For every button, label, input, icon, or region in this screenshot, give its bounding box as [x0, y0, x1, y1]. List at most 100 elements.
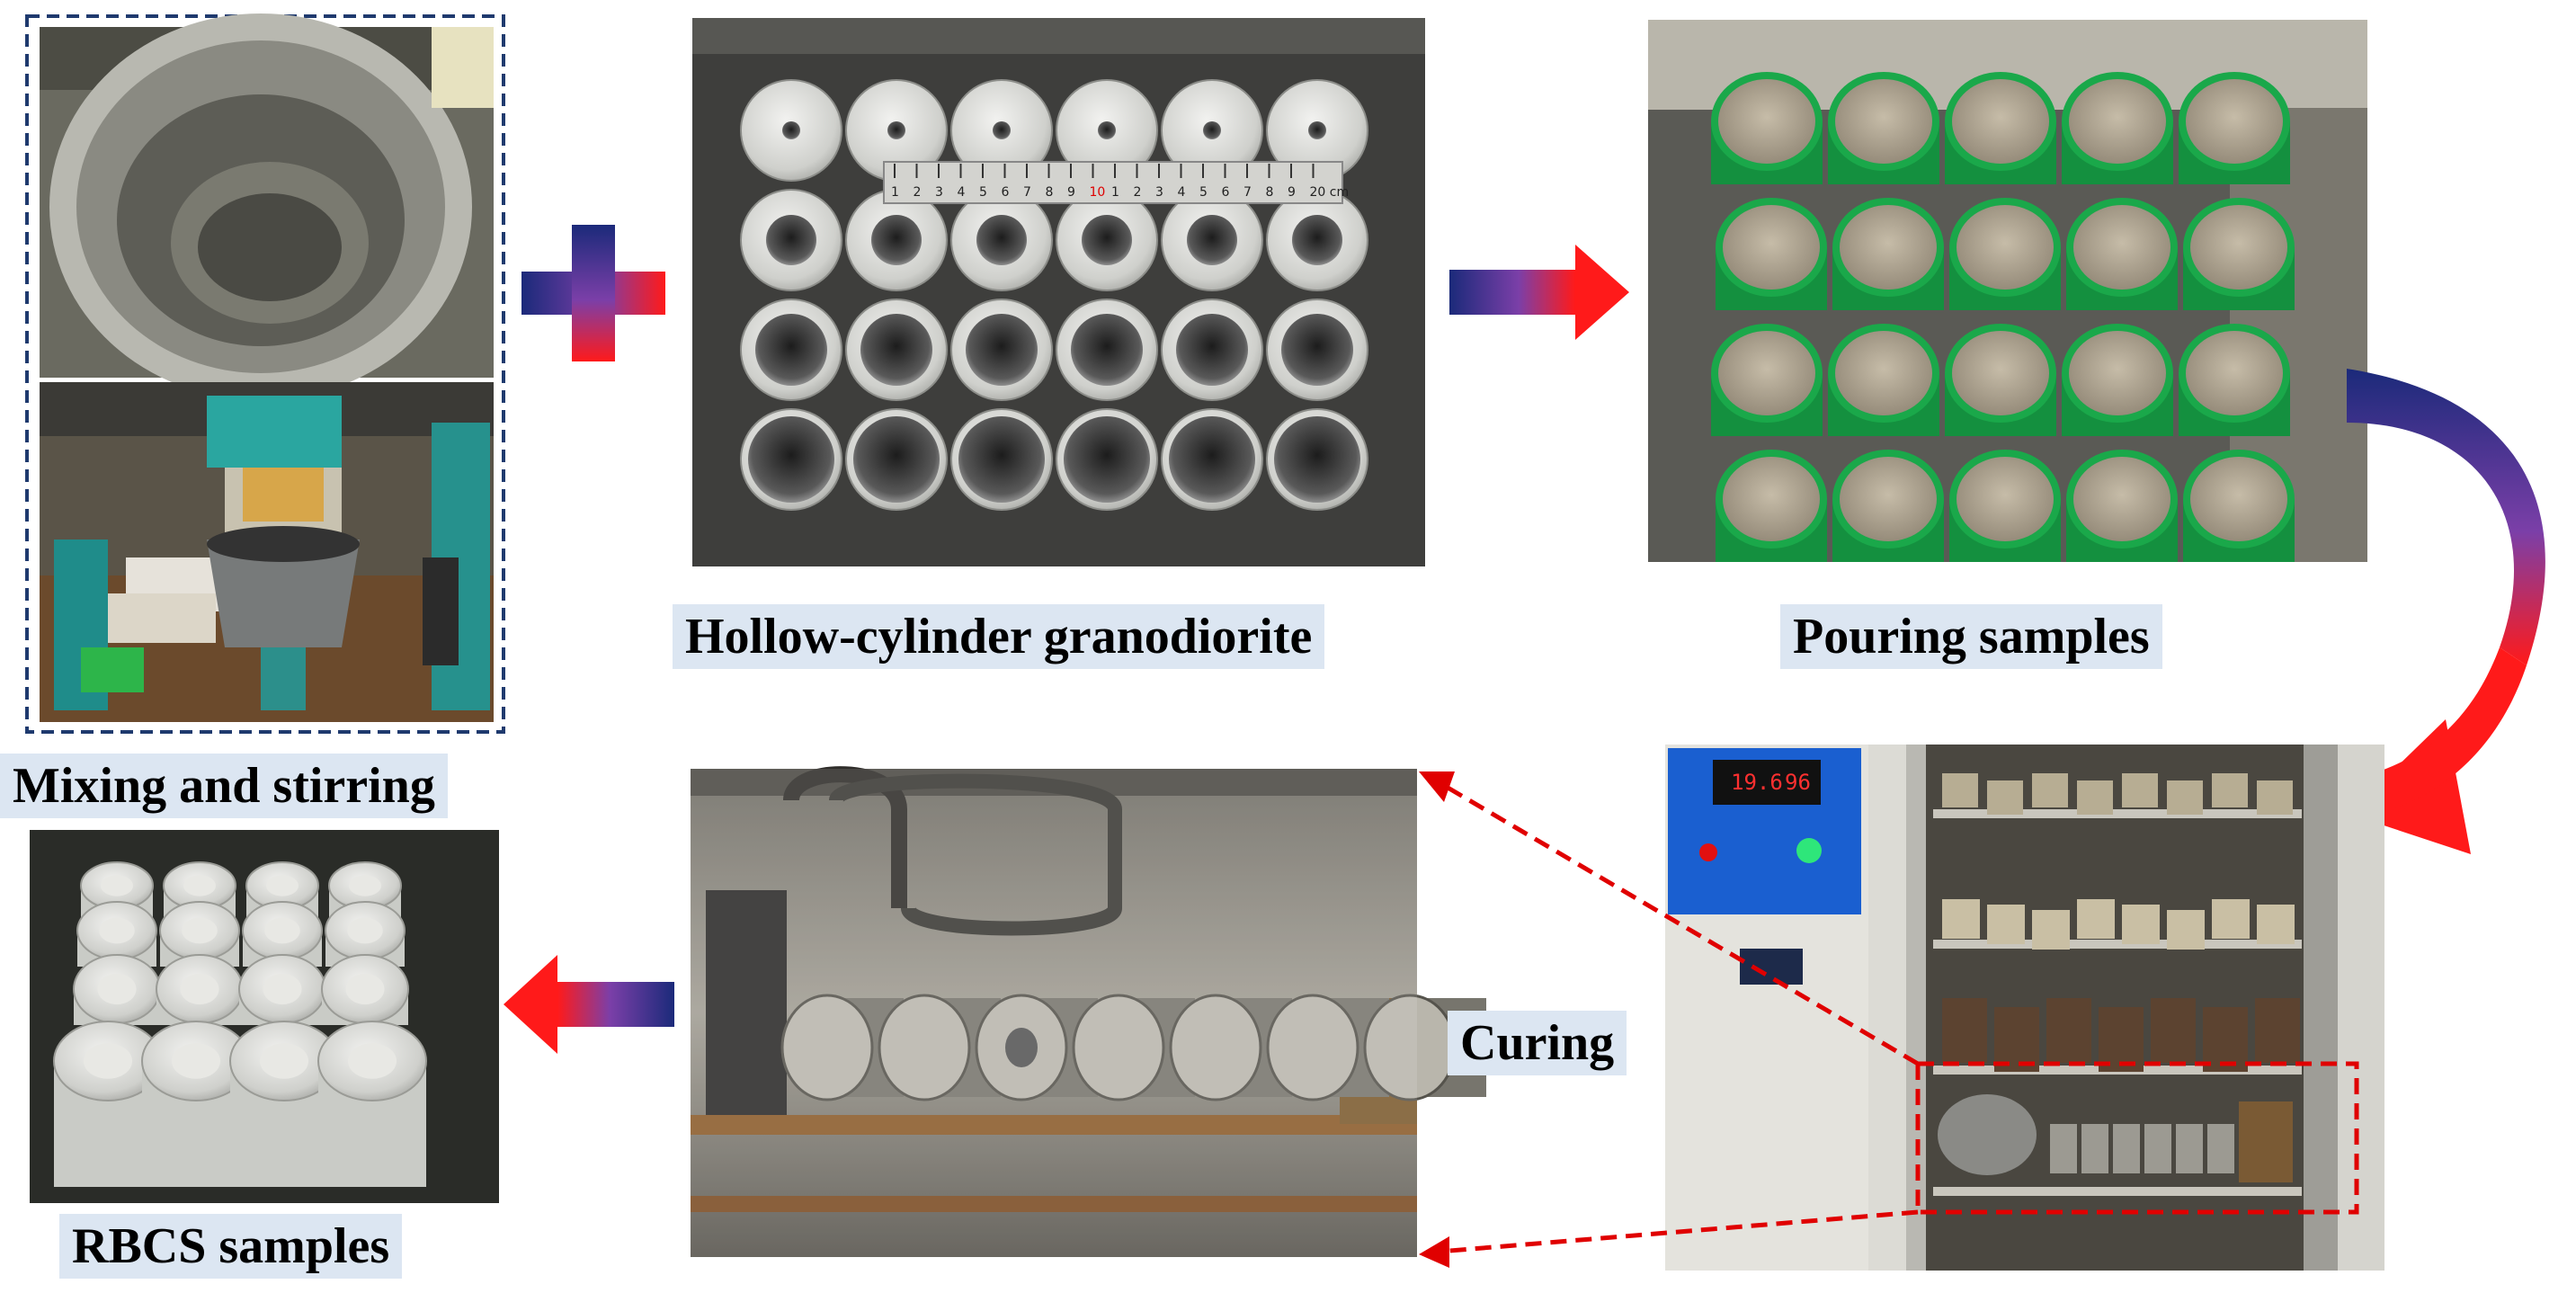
specimen-block — [2167, 910, 2205, 950]
ruler-mark-label: 8 — [1266, 185, 1274, 200]
cylinder-specimen — [2144, 1124, 2171, 1173]
cylinder-specimen — [2113, 1124, 2140, 1173]
rbcs-core — [101, 875, 133, 896]
cylinder-hole — [766, 215, 816, 265]
cylinder-hole — [871, 215, 922, 265]
rbcs-core — [183, 875, 216, 896]
rbcs-core — [97, 973, 137, 1005]
specimen-block — [2122, 773, 2158, 807]
ruler-mark-label: 2 — [914, 185, 922, 200]
label-curing: Curing — [1448, 1011, 1627, 1075]
ruler-mark-label: 6 — [1002, 185, 1010, 200]
cylinder-hole — [1281, 314, 1353, 386]
pouring-samples-photo — [1648, 20, 2367, 562]
mortar-surface — [2186, 331, 2283, 415]
cylinder-specimen — [2207, 1124, 2234, 1173]
cylinder-hole — [966, 314, 1038, 386]
arrow-left-icon — [504, 955, 674, 1054]
cylinder-hole — [1064, 416, 1150, 503]
plus-icon — [521, 225, 665, 361]
ruler-mark-label: 9 — [1067, 185, 1075, 200]
specimen-block — [2077, 780, 2113, 815]
specimen-block — [2122, 905, 2160, 944]
rbcs-core — [348, 1043, 397, 1079]
rbcs-core — [84, 1043, 132, 1079]
ruler-mark-label: 4 — [1178, 185, 1186, 200]
rbcs-core — [345, 973, 385, 1005]
cylinder-hole — [1308, 121, 1326, 139]
cylinder-hole — [860, 314, 932, 386]
specimen-block — [1942, 899, 1980, 939]
rbcs-core — [180, 973, 219, 1005]
cylinder-specimen — [2081, 1124, 2108, 1173]
label-hollow-cylinder-granodiorite: Hollow-cylinder granodiorite — [673, 604, 1325, 669]
cylinder-hole — [782, 121, 800, 139]
ruler-mark-label: 1 — [1111, 185, 1119, 200]
specimen-block — [2077, 899, 2115, 939]
ruler-mark-label: 7 — [1243, 185, 1252, 200]
specimen-block — [2099, 1007, 2144, 1072]
ruler-mark-label: 20 cm — [1310, 185, 1350, 200]
specimen-block — [2212, 773, 2248, 807]
specimen-block — [2239, 1101, 2293, 1182]
ruler-mark-label: 3 — [1155, 185, 1163, 200]
ruler-mark-label: 5 — [979, 185, 987, 200]
ruler-mark-label: 7 — [1023, 185, 1031, 200]
specimen-block — [1942, 998, 1987, 1063]
rbcs-samples-photo — [30, 830, 499, 1203]
cylinder-hole — [976, 215, 1027, 265]
specimen-block — [2046, 998, 2091, 1063]
cylinder-hole — [748, 416, 834, 503]
mortar-surface — [1952, 79, 2049, 164]
cylinder-hole — [1176, 314, 1248, 386]
ruler-mark-label: 6 — [1222, 185, 1230, 200]
mixing-bowl-photo — [40, 13, 494, 400]
cylinder-hole — [993, 121, 1011, 139]
ruler-mark-label: 2 — [1134, 185, 1142, 200]
ruler-mark-label: 5 — [1199, 185, 1208, 200]
temperature-readout: 19.6 — [1731, 770, 1783, 795]
dashed-arrow-icon — [1419, 771, 2359, 1268]
arrow-right-icon — [1449, 245, 1629, 340]
cylinder-hole — [853, 416, 940, 503]
cylinder-end — [1072, 994, 1165, 1101]
cylinder-hole — [887, 121, 905, 139]
cylinder-hole — [1292, 215, 1342, 265]
specimen-block — [2212, 899, 2250, 939]
specimen-block — [2167, 780, 2203, 815]
specimen-block — [1942, 773, 1978, 807]
specimen-block — [1994, 1007, 2039, 1072]
mortar-surface — [1840, 205, 1937, 290]
ruler-mark-label: 1 — [891, 185, 899, 200]
ruler-mark-label: 3 — [935, 185, 943, 200]
specimen-block — [2203, 1007, 2248, 1072]
mortar-surface — [1840, 457, 1937, 541]
specimen-block — [2257, 780, 2293, 815]
cylinder-hole — [958, 416, 1045, 503]
ruler-mark-label: 8 — [1046, 185, 1054, 200]
mortar-surface — [2073, 457, 2170, 541]
cylinder-hole — [1082, 215, 1132, 265]
cylinder-hole — [1098, 121, 1116, 139]
rbcs-core — [349, 875, 381, 896]
label-mixing-and-stirring: Mixing and stirring — [0, 754, 448, 818]
specimen-block — [2151, 998, 2196, 1063]
steel-container — [1938, 1094, 2037, 1175]
mixing-panel — [25, 13, 505, 734]
mortar-surface — [2190, 205, 2287, 290]
cylinder-specimen — [2176, 1124, 2203, 1173]
cylinder-hole — [755, 314, 827, 386]
specimen-block — [2032, 910, 2070, 950]
specimen-block — [2257, 905, 2295, 944]
ruler-mark-label: 10 — [1090, 185, 1106, 200]
mortar-surface — [2069, 331, 2166, 415]
mortar-surface — [1723, 205, 1820, 290]
cylinder-hole — [1071, 314, 1143, 386]
status-light-icon — [1796, 838, 1822, 863]
cylinder-hole — [1169, 416, 1255, 503]
rbcs-core — [172, 1043, 220, 1079]
rbcs-core — [260, 1043, 308, 1079]
mortar-surface — [1957, 205, 2054, 290]
